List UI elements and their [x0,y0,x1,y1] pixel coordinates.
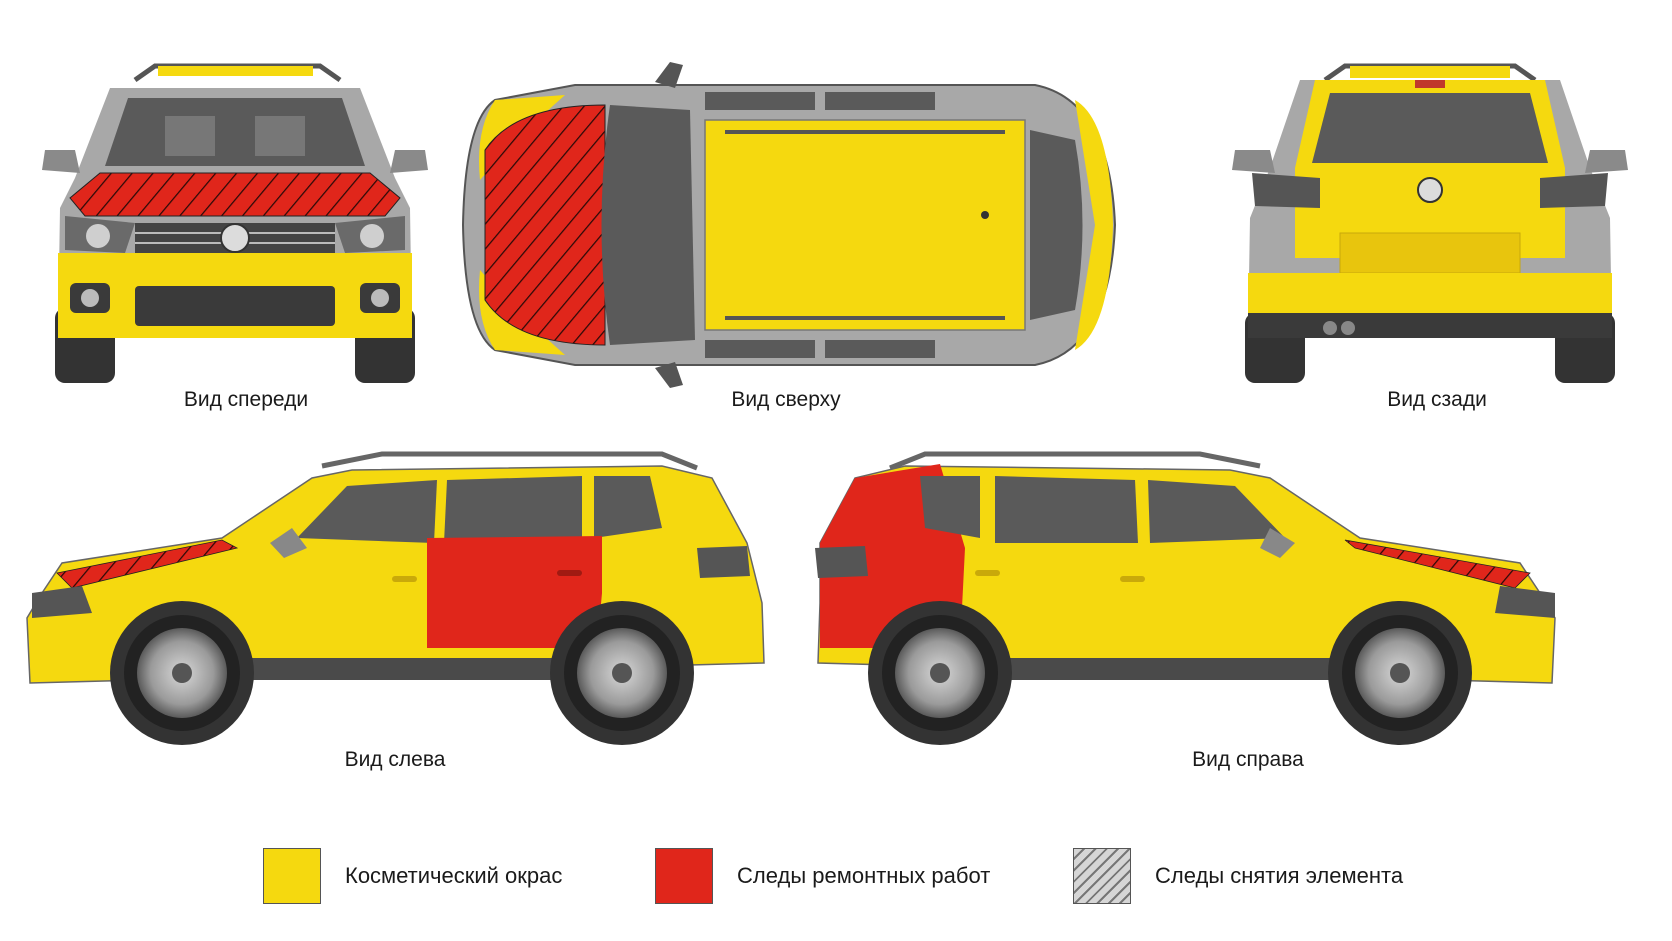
rear-view-caption: Вид сзади [1387,388,1487,411]
roof-panel [158,66,313,76]
legend-swatch-removal [1073,848,1131,904]
legend-item-repair: Следы ремонтных работ [655,848,990,904]
front-view [40,58,430,388]
right-view [800,448,1560,748]
legend-item-cosmetic: Косметический окрас [263,848,562,904]
rear-view [1230,58,1630,388]
windshield-top [601,105,695,345]
front-view-caption: Вид спереди [183,388,309,411]
right-view-caption: Вид справа [1192,748,1304,771]
hood-repair-left [56,539,239,589]
top-view [455,60,1120,390]
front-view-drawing [42,63,428,383]
legend-label: Следы снятия элемента [1155,863,1404,888]
rear-view-drawing [1232,63,1628,383]
right-view-drawing [815,451,1556,745]
left-view-drawing [26,451,765,745]
left-view-caption: Вид слева [344,748,446,771]
vw-logo-icon [220,223,250,253]
windshield [105,98,365,166]
legend-label: Косметический окрас [345,863,563,888]
left-view [22,448,787,748]
top-view-drawing [461,62,1117,388]
hood-repair [69,172,401,217]
legend-label: Следы ремонтных работ [737,863,991,888]
hood-repair-top [484,104,606,346]
rear-window [1312,93,1548,163]
top-view-caption: Вид сверху [731,388,841,411]
legend-swatch-repair [655,848,713,904]
legend-item-removal: Следы снятия элемента [1073,848,1403,904]
roof [704,119,1026,331]
legend-swatch-cosmetic [263,848,321,904]
vw-logo-rear-icon [1417,177,1443,203]
rear-left-door-repair [427,536,602,648]
